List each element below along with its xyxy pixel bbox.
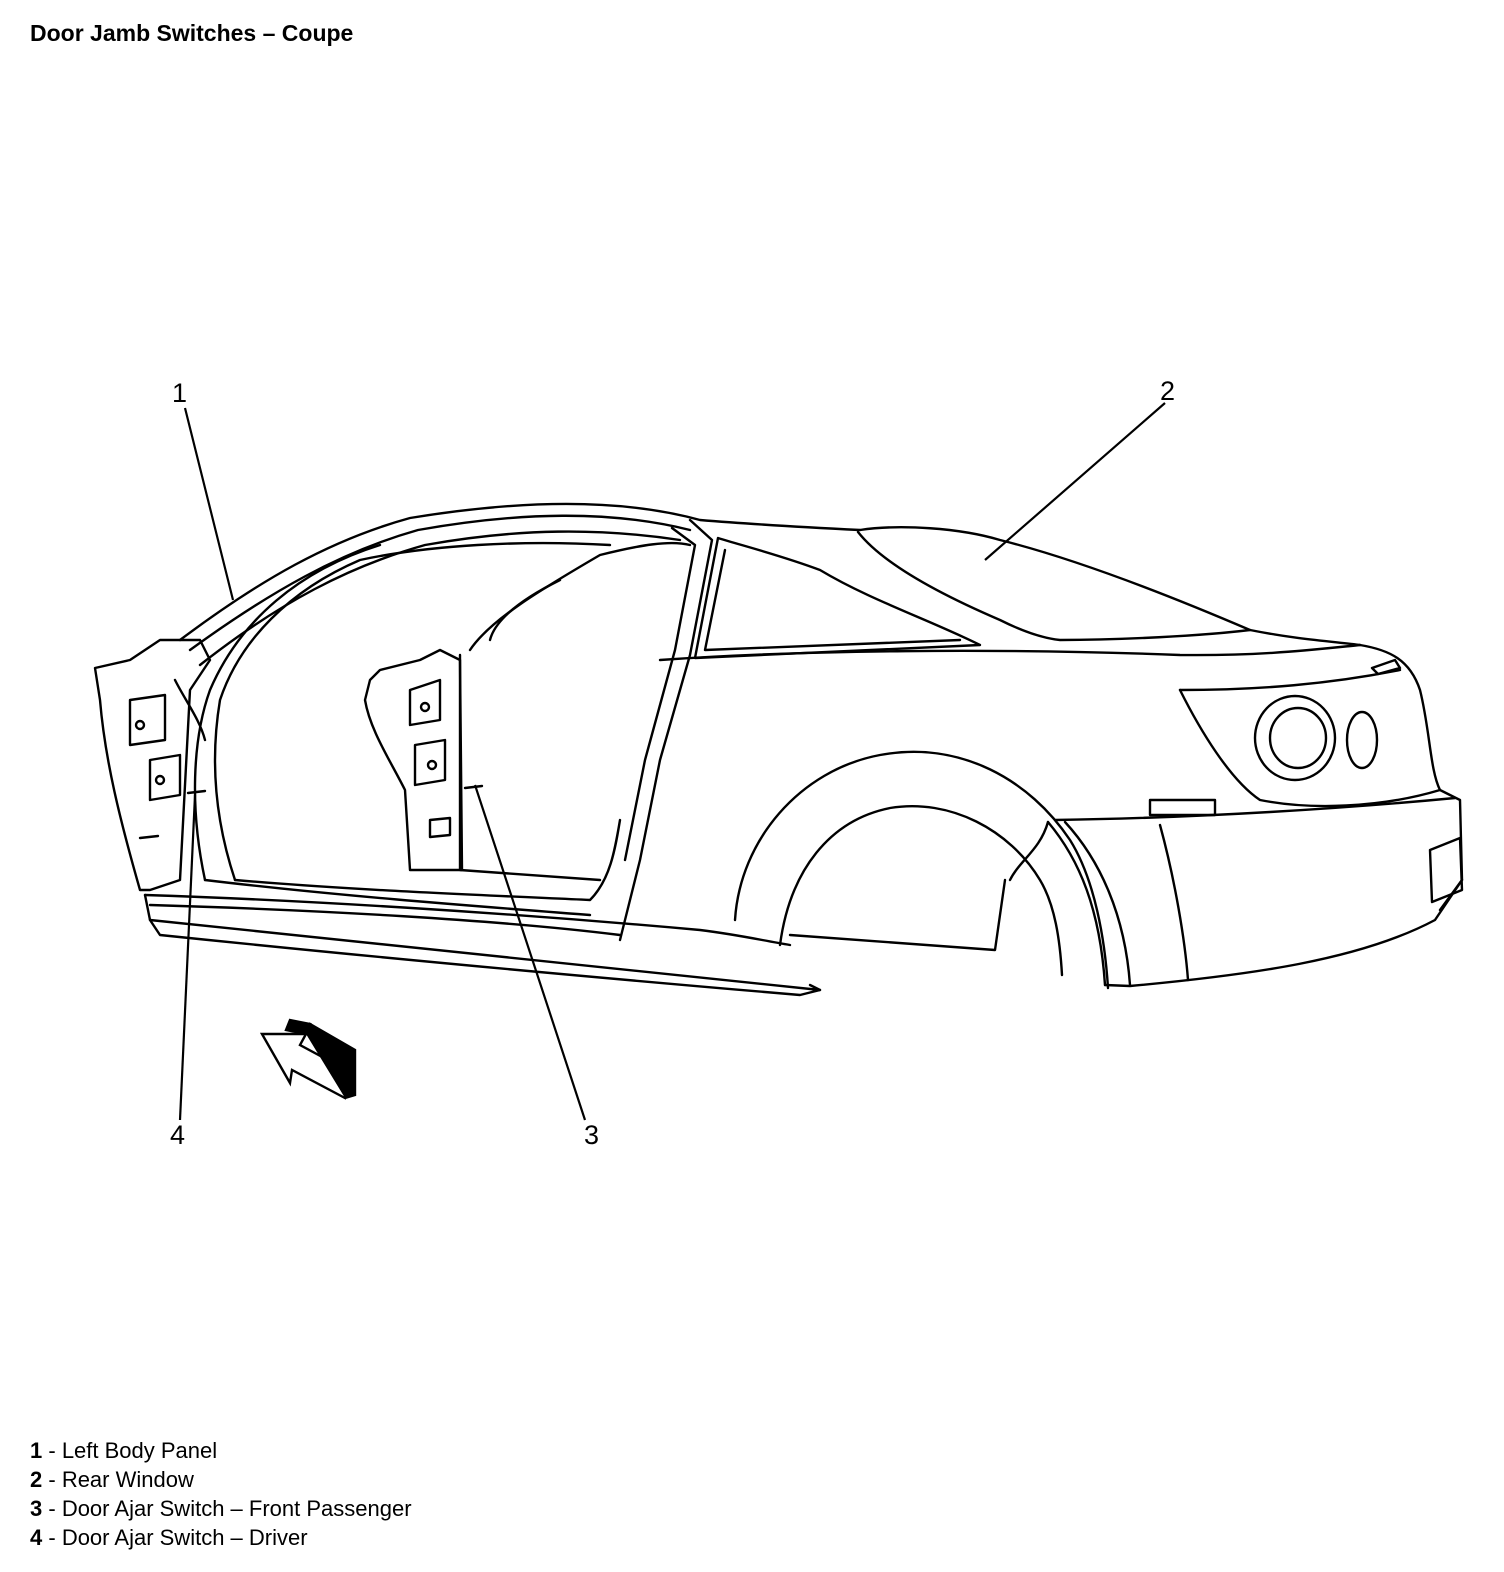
callout-legend: 1 - Left Body Panel 2 - Rear Window 3 - … xyxy=(30,1436,412,1552)
legend-item: 1 - Left Body Panel xyxy=(30,1436,412,1465)
diagram-title: Door Jamb Switches – Coupe xyxy=(30,20,354,46)
rear-window-outline xyxy=(856,530,1252,642)
legend-separator: - xyxy=(42,1525,62,1550)
legend-separator: - xyxy=(42,1496,62,1521)
legend-label: Left Body Panel xyxy=(61,1438,218,1463)
leader-line-3 xyxy=(473,784,587,1121)
rocker-panel xyxy=(143,893,822,992)
callout-number-1: 1 xyxy=(172,378,187,408)
callout-number-4: 4 xyxy=(170,1120,185,1150)
legend-separator: - xyxy=(42,1438,62,1463)
callout-number-2: 2 xyxy=(1160,376,1175,406)
legend-label: Door Ajar Switch – Driver xyxy=(61,1525,308,1550)
view-direction-arrow-icon xyxy=(259,1018,357,1100)
legend-number: 1 xyxy=(30,1438,43,1463)
leader-line-4 xyxy=(178,794,197,1121)
callout-number-3: 3 xyxy=(584,1120,599,1150)
roof-outline xyxy=(178,502,862,642)
legend-item: 3 - Door Ajar Switch – Front Passenger xyxy=(30,1494,412,1523)
legend-number: 3 xyxy=(30,1496,43,1521)
legend-item: 4 - Door Ajar Switch – Driver xyxy=(30,1523,412,1552)
leader-line-1 xyxy=(183,407,235,601)
legend-label: Door Ajar Switch – Front Passenger xyxy=(61,1496,412,1521)
legend-number: 2 xyxy=(30,1467,43,1492)
legend-separator: - xyxy=(42,1467,62,1492)
legend-number: 4 xyxy=(30,1525,43,1550)
legend-item: 2 - Rear Window xyxy=(30,1465,412,1494)
legend-label: Rear Window xyxy=(61,1467,194,1492)
leader-line-2 xyxy=(984,402,1166,561)
rear-wheel-arch xyxy=(733,750,1110,990)
